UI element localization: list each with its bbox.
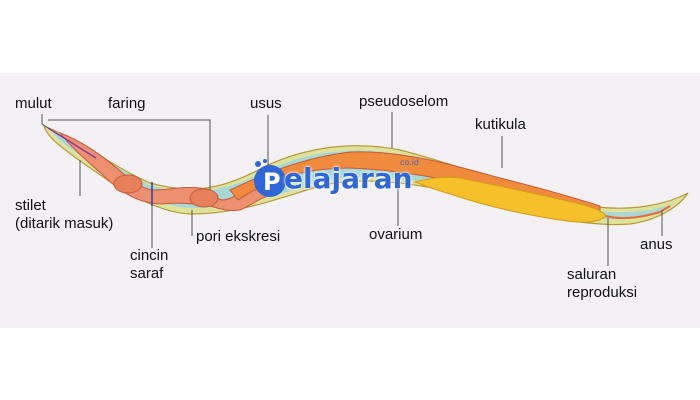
label-faring: faring: [108, 95, 146, 112]
svg-text:P: P: [263, 168, 281, 196]
label-anus: anus: [640, 236, 673, 253]
label-saluran-reproduksi: saluran reproduksi: [567, 266, 638, 301]
label-mulut: mulut: [15, 95, 52, 112]
watermark: P elajaran co.id: [250, 158, 440, 204]
pharynx-bulb-rear: [189, 188, 219, 208]
label-ovarium: ovarium: [369, 226, 423, 243]
leader-mulut: [41, 114, 49, 129]
watermark-brand: elajaran: [284, 162, 413, 195]
stylet-line: [47, 127, 97, 159]
watermark-domain: co.id: [400, 158, 419, 167]
reproductive-duct: [605, 205, 671, 220]
label-kutikula: kutikula: [475, 116, 526, 133]
label-cincin-saraf: cincin saraf: [130, 247, 169, 282]
ovary-shape: [413, 176, 607, 223]
leader-faring: [48, 119, 211, 190]
label-pseudoselom: pseudoselom: [359, 93, 449, 110]
p-circle-icon: P: [254, 159, 286, 197]
label-stilet: stilet (ditarik masuk): [15, 197, 114, 232]
label-usus: usus: [250, 95, 282, 112]
pharynx-bulb-front: [113, 174, 143, 194]
intestine-shape: [229, 151, 601, 215]
label-pori-ekskresi: pori ekskresi: [196, 228, 281, 245]
